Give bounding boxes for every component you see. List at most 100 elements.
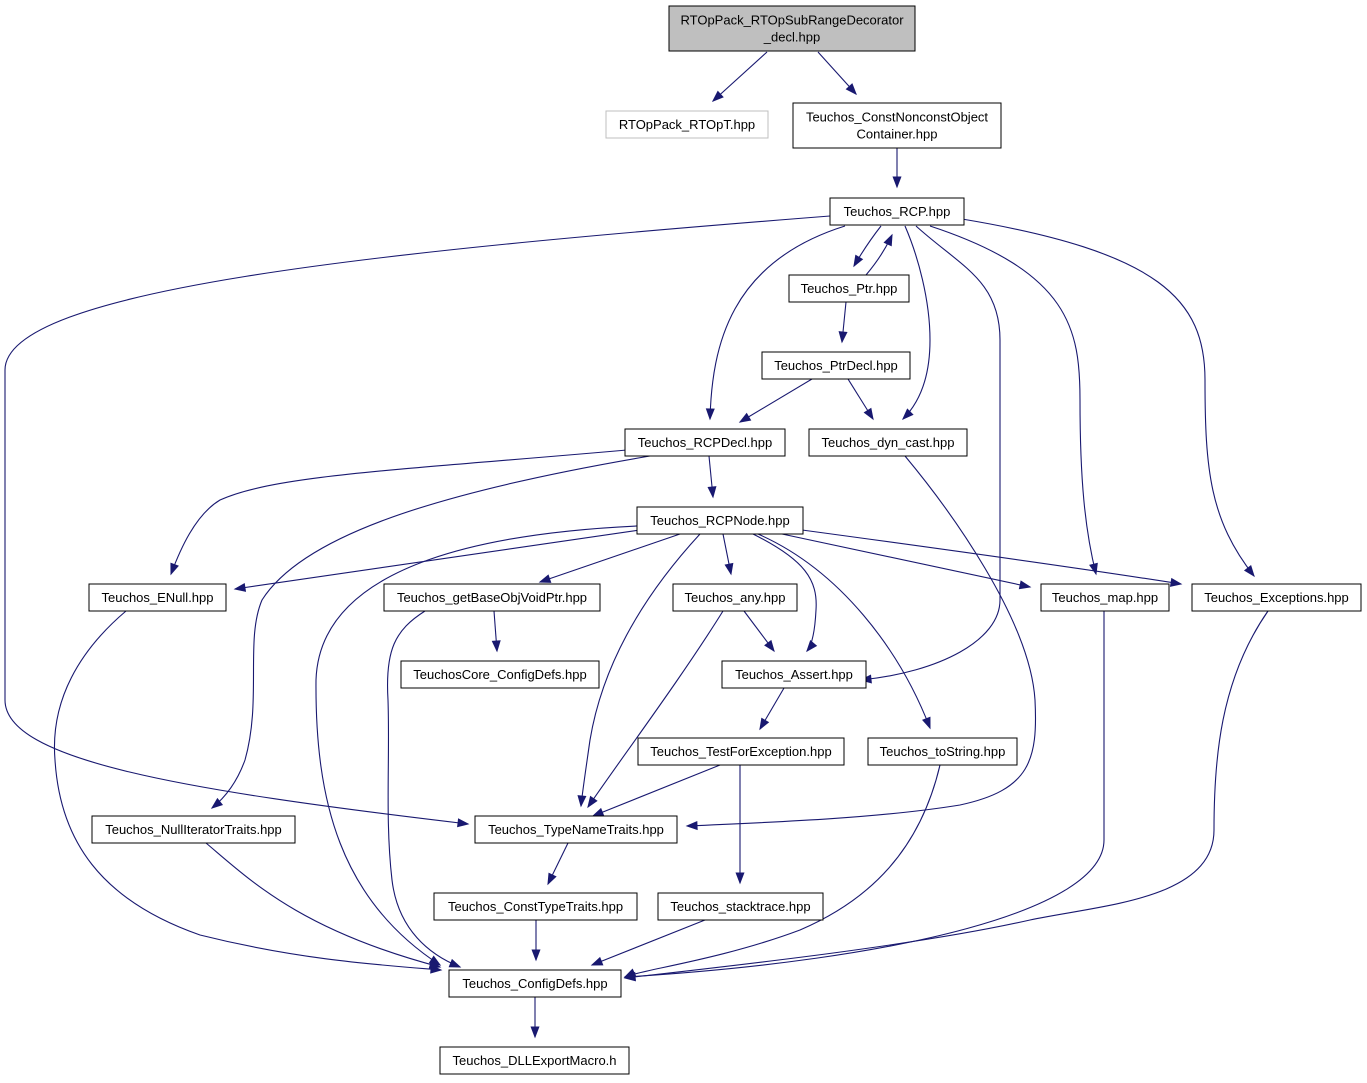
node-stacktrace[interactable]: Teuchos_stacktrace.hpp bbox=[657, 892, 824, 921]
edge-assert-to-testforexc bbox=[759, 687, 785, 731]
edge-line bbox=[539, 533, 681, 583]
node-label: Teuchos_ENull.hpp bbox=[101, 590, 213, 605]
node-label: Teuchos_ConstNonconstObject bbox=[806, 110, 988, 125]
node-configdefs[interactable]: Teuchos_ConfigDefs.hpp bbox=[448, 969, 622, 998]
edge-rcpdecl-to-nulliter bbox=[210, 455, 651, 809]
node-typename[interactable]: Teuchos_TypeNameTraits.hpp bbox=[474, 815, 678, 844]
node-root[interactable]: RTOpPack_RTOpSubRangeDecorator_decl.hpp bbox=[668, 5, 916, 52]
node-enull[interactable]: Teuchos_ENull.hpp bbox=[88, 583, 227, 612]
node-map[interactable]: Teuchos_map.hpp bbox=[1040, 583, 1170, 612]
edge-arrowhead bbox=[705, 408, 715, 421]
edge-line bbox=[961, 218, 1255, 577]
node-box bbox=[474, 815, 678, 844]
node-label: Teuchos_TypeNameTraits.hpp bbox=[488, 822, 664, 837]
edge-line bbox=[234, 529, 641, 590]
node-rtopt[interactable]: RTOpPack_RTOpT.hpp bbox=[605, 110, 769, 139]
edge-line bbox=[929, 225, 1097, 575]
node-box bbox=[605, 110, 769, 139]
node-label: Teuchos_map.hpp bbox=[1052, 590, 1158, 605]
node-consttype[interactable]: Teuchos_ConstTypeTraits.hpp bbox=[433, 892, 638, 921]
node-box bbox=[668, 5, 916, 52]
edge-enull-to-configdefs bbox=[53, 610, 443, 974]
node-dyncast[interactable]: Teuchos_dyn_cast.hpp bbox=[808, 428, 968, 457]
node-any[interactable]: Teuchos_any.hpp bbox=[672, 583, 798, 612]
node-box bbox=[624, 428, 786, 457]
edge-rcpnode-to-map bbox=[781, 533, 1032, 590]
node-coreconfig[interactable]: TeuchosCore_ConfigDefs.hpp bbox=[400, 660, 600, 689]
edge-rcpnode-to-getbase bbox=[538, 533, 681, 583]
edge-arrowhead bbox=[853, 254, 864, 268]
edge-arrowhead bbox=[735, 872, 745, 885]
edge-line bbox=[587, 610, 724, 808]
edge-rcp-to-exceptions bbox=[961, 218, 1255, 578]
edge-arrowhead bbox=[428, 959, 442, 969]
node-label: Teuchos_RCP.hpp bbox=[844, 204, 951, 219]
edge-stacktrace-to-configdefs bbox=[590, 919, 706, 966]
edge-arrowhead bbox=[591, 807, 605, 817]
node-rcpnode[interactable]: Teuchos_RCPNode.hpp bbox=[636, 506, 804, 535]
edge-arrowhead bbox=[845, 83, 857, 96]
edge-arrowhead bbox=[724, 562, 734, 576]
edge-line bbox=[624, 764, 941, 978]
node-ptr[interactable]: Teuchos_Ptr.hpp bbox=[788, 274, 910, 303]
edge-arrowhead bbox=[711, 90, 724, 102]
node-rcpdecl[interactable]: Teuchos_RCPDecl.hpp bbox=[624, 428, 786, 457]
edge-arrowhead bbox=[806, 640, 818, 653]
edge-rcpnode-to-tostring bbox=[757, 533, 931, 730]
node-label: Teuchos_Exceptions.hpp bbox=[1204, 590, 1349, 605]
edge-arrowhead bbox=[531, 949, 541, 962]
node-getbase[interactable]: Teuchos_getBaseObjVoidPtr.hpp bbox=[383, 583, 601, 612]
edge-root-to-constnonconst bbox=[817, 51, 857, 96]
node-box bbox=[383, 583, 601, 612]
edge-ptrdecl-to-rcpdecl bbox=[738, 378, 813, 423]
edge-line bbox=[902, 225, 931, 420]
node-testforexc[interactable]: Teuchos_TestForException.hpp bbox=[637, 737, 845, 766]
node-label: Teuchos_PtrDecl.hpp bbox=[774, 358, 898, 373]
edge-layer bbox=[4, 51, 1269, 1039]
node-label: Teuchos_RCPDecl.hpp bbox=[638, 435, 772, 450]
edge-line bbox=[315, 524, 663, 966]
edge-rcp-to-typename bbox=[4, 215, 831, 828]
edge-arrowhead bbox=[538, 574, 552, 583]
node-exceptions[interactable]: Teuchos_Exceptions.hpp bbox=[1191, 583, 1362, 612]
edge-line bbox=[709, 225, 846, 420]
node-label: Teuchos_ConstTypeTraits.hpp bbox=[448, 899, 623, 914]
edge-arrowhead bbox=[587, 795, 598, 809]
edge-configdefs-to-dllexport bbox=[530, 997, 540, 1039]
node-box bbox=[637, 737, 845, 766]
edge-getbase-to-coreconfig bbox=[491, 610, 501, 653]
edge-arrowhead bbox=[759, 717, 770, 731]
node-label: Teuchos_dyn_cast.hpp bbox=[822, 435, 955, 450]
edge-rcpnode-to-any bbox=[722, 533, 734, 576]
edge-arrowhead bbox=[863, 407, 874, 421]
node-ptrdecl[interactable]: Teuchos_PtrDecl.hpp bbox=[761, 351, 911, 380]
edge-arrowhead bbox=[922, 716, 931, 730]
edge-ptrdecl-to-dyncast bbox=[847, 378, 874, 421]
node-label: Teuchos_Ptr.hpp bbox=[801, 281, 898, 296]
node-label: RTOpPack_RTOpT.hpp bbox=[619, 117, 755, 132]
edge-line bbox=[580, 533, 701, 807]
node-label: Teuchos_TestForException.hpp bbox=[650, 744, 831, 759]
edge-typename-to-consttype bbox=[547, 842, 569, 886]
node-label: Teuchos_stacktrace.hpp bbox=[670, 899, 810, 914]
edge-testforexc-to-stacktrace bbox=[735, 765, 745, 885]
node-box bbox=[433, 892, 638, 921]
node-label: Teuchos_RCPNode.hpp bbox=[650, 513, 789, 528]
edge-arrowhead bbox=[590, 956, 604, 966]
node-assert[interactable]: Teuchos_Assert.hpp bbox=[721, 660, 867, 689]
node-box bbox=[788, 274, 910, 303]
node-label: Teuchos_ConfigDefs.hpp bbox=[462, 976, 607, 991]
edge-line bbox=[592, 764, 721, 817]
node-nulliter[interactable]: Teuchos_NullIteratorTraits.hpp bbox=[91, 815, 296, 844]
node-rcp[interactable]: Teuchos_RCP.hpp bbox=[829, 197, 965, 226]
node-dllexport[interactable]: Teuchos_DLLExportMacro.h bbox=[439, 1046, 630, 1075]
node-label: Teuchos_any.hpp bbox=[685, 590, 786, 605]
edge-arrowhead bbox=[491, 640, 501, 653]
edge-arrowhead bbox=[530, 1026, 540, 1039]
node-layer: RTOpPack_RTOpSubRangeDecorator_decl.hppR… bbox=[88, 5, 1362, 1075]
edge-arrowhead bbox=[707, 486, 717, 499]
edge-rcp-to-rcpdecl bbox=[705, 225, 846, 421]
node-tostring[interactable]: Teuchos_toString.hpp bbox=[867, 737, 1018, 766]
edge-rcpdecl-to-rcpnode bbox=[707, 455, 717, 499]
